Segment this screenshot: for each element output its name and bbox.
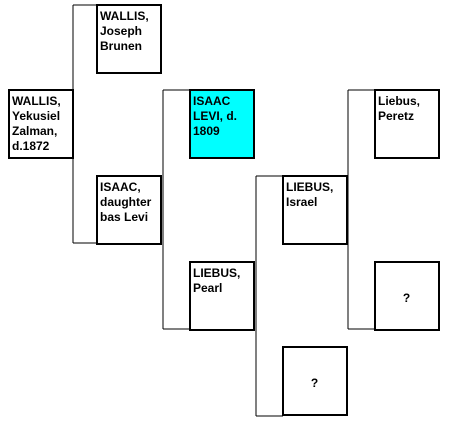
person-box-great-grandfather[interactable]: LIEBUS, Israel [282,175,348,245]
person-name: Liebus, Peretz [378,94,421,123]
person-name: WALLIS, Joseph Brunen [100,9,149,53]
person-box-great-grandmother[interactable]: ? [282,346,348,416]
person-box-maternal-grandfather[interactable]: ISAAC LEVI, d. 1809 [189,89,255,159]
person-box-father[interactable]: WALLIS, Joseph Brunen [96,4,162,74]
person-name: ISAAC, daughter bas Levi [100,180,152,224]
person-name: LIEBUS, Israel [286,180,334,209]
person-name: ? [310,376,319,390]
person-name: ISAAC LEVI, d. 1809 [193,94,238,138]
person-box-great-great-grandfather[interactable]: Liebus, Peretz [374,89,440,159]
person-box-mother[interactable]: ISAAC, daughter bas Levi [96,175,162,245]
person-box-root[interactable]: WALLIS, Yekusiel Zalman, d.1872 [8,89,74,159]
person-box-maternal-grandmother[interactable]: LIEBUS, Pearl [189,261,255,331]
person-name: LIEBUS, Pearl [193,266,241,295]
person-name: ? [402,291,411,305]
person-box-great-great-grandmother[interactable]: ? [374,261,440,331]
person-name: WALLIS, Yekusiel Zalman, d.1872 [12,94,61,153]
